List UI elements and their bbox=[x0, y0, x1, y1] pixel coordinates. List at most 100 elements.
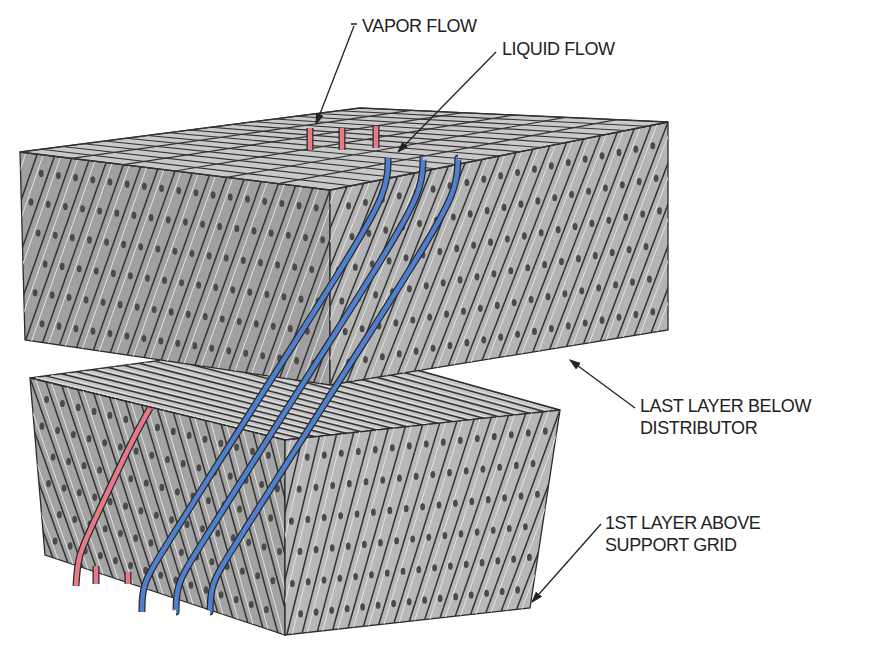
perforation bbox=[559, 258, 564, 265]
perforation bbox=[495, 557, 500, 564]
perforation bbox=[56, 172, 61, 179]
perforation bbox=[610, 249, 615, 256]
perforation bbox=[298, 548, 303, 555]
sheet-highlight bbox=[568, 400, 652, 604]
sheet-highlight bbox=[323, 430, 377, 631]
vapor-flow-line bbox=[76, 408, 150, 586]
sheet-edge bbox=[0, 150, 3, 328]
perforation bbox=[546, 293, 551, 300]
perforation bbox=[142, 183, 147, 190]
sheet-highlight bbox=[184, 202, 269, 408]
sheet-edge bbox=[0, 152, 20, 330]
perforation bbox=[29, 199, 34, 206]
vapor-flow-stub bbox=[308, 128, 313, 150]
perforation bbox=[149, 539, 154, 546]
perforation bbox=[376, 602, 381, 609]
leader-lines bbox=[316, 24, 635, 602]
sheet-edge bbox=[0, 154, 37, 332]
sheet-edge bbox=[584, 122, 669, 344]
sheet-edge bbox=[178, 204, 263, 410]
sheet-highlight bbox=[415, 419, 480, 621]
perforation bbox=[527, 554, 532, 561]
perforation bbox=[314, 608, 319, 615]
perforation bbox=[128, 562, 133, 569]
perforation bbox=[123, 416, 128, 423]
perforation bbox=[432, 564, 437, 571]
perforation bbox=[314, 204, 319, 211]
sheet-highlight bbox=[742, 90, 827, 318]
perforation bbox=[91, 328, 96, 335]
perforation bbox=[353, 573, 358, 580]
perforation bbox=[175, 340, 180, 347]
sheet-edge bbox=[736, 91, 821, 319]
perforation bbox=[523, 523, 528, 530]
perforation bbox=[53, 232, 58, 239]
perforation bbox=[209, 345, 214, 352]
perforation bbox=[181, 460, 186, 467]
perforation bbox=[542, 261, 547, 268]
perforation bbox=[380, 476, 385, 483]
perforation bbox=[531, 460, 536, 467]
sheet-edge bbox=[93, 221, 177, 424]
sheet-edge bbox=[431, 153, 516, 369]
vapor-flow-stub-outline bbox=[373, 126, 380, 148]
perforation bbox=[426, 534, 431, 541]
perforation bbox=[183, 218, 188, 225]
perforation bbox=[139, 507, 144, 514]
perforation bbox=[243, 350, 248, 357]
sheet-highlight bbox=[133, 213, 218, 417]
perforation bbox=[66, 458, 71, 465]
perforation bbox=[613, 281, 618, 288]
perforation bbox=[505, 235, 510, 242]
perforation bbox=[87, 435, 92, 442]
perforation bbox=[387, 507, 392, 514]
perforation bbox=[228, 193, 233, 200]
perforation bbox=[350, 233, 355, 240]
sheet-highlight bbox=[32, 161, 95, 341]
liquid-flow-line-outline bbox=[142, 158, 388, 612]
perforation bbox=[218, 440, 223, 447]
perforation bbox=[118, 301, 123, 308]
perforation bbox=[63, 203, 68, 210]
perforation bbox=[535, 491, 540, 498]
perforation bbox=[108, 412, 113, 419]
perforation bbox=[481, 176, 486, 183]
perforation bbox=[53, 537, 58, 544]
perforation bbox=[444, 311, 449, 318]
sheet-highlight bbox=[775, 83, 860, 312]
sheet-highlight bbox=[167, 206, 252, 412]
perforation bbox=[303, 234, 308, 241]
perforation bbox=[314, 484, 319, 491]
perforation bbox=[410, 535, 415, 542]
perforation bbox=[498, 333, 503, 340]
perforation bbox=[294, 357, 299, 364]
perforation bbox=[549, 325, 554, 332]
perforation bbox=[532, 328, 537, 335]
perforation bbox=[380, 353, 385, 360]
perforation bbox=[532, 166, 537, 173]
perforation bbox=[526, 429, 531, 436]
perforation bbox=[258, 259, 263, 266]
perforation bbox=[464, 467, 469, 474]
perforation bbox=[128, 272, 133, 279]
perforation bbox=[385, 569, 390, 576]
perforation bbox=[102, 439, 107, 446]
sheet-highlight bbox=[184, 180, 250, 363]
perforation bbox=[203, 436, 208, 443]
sheet-edge bbox=[517, 406, 595, 609]
perforation bbox=[337, 575, 342, 582]
liquid-flow-line bbox=[176, 158, 423, 612]
top-grid-line bbox=[175, 115, 514, 171]
sheet-edge bbox=[0, 156, 54, 335]
perforation bbox=[469, 591, 474, 598]
top-grid-line bbox=[330, 122, 668, 190]
perforation bbox=[459, 530, 464, 537]
sheet-edge bbox=[77, 167, 141, 348]
perforation bbox=[71, 431, 76, 438]
perforation bbox=[207, 252, 212, 259]
perforation bbox=[197, 464, 202, 471]
perforation bbox=[394, 319, 399, 326]
perforation bbox=[539, 229, 544, 236]
perforation bbox=[508, 267, 513, 274]
perforation bbox=[43, 260, 48, 267]
